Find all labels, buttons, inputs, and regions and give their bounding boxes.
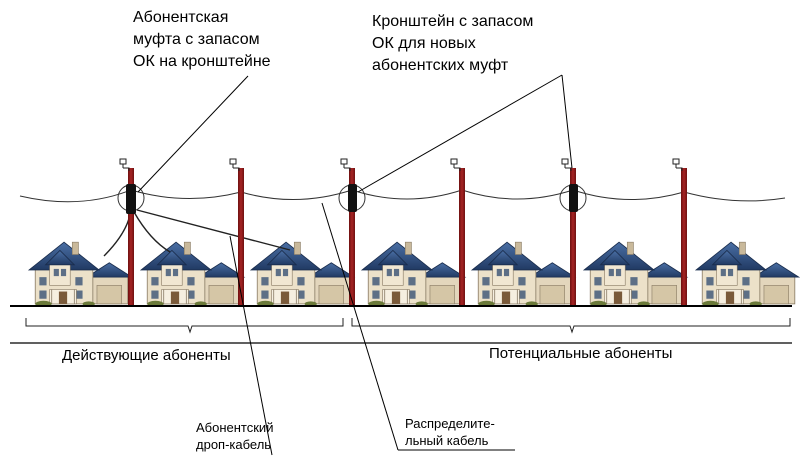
house xyxy=(361,241,466,308)
distribution-cable-label-line2: льный кабель xyxy=(405,433,489,448)
subscriber-coupling xyxy=(117,184,145,214)
couplings xyxy=(117,184,587,214)
house xyxy=(471,241,576,308)
house xyxy=(28,241,133,308)
insulator-icon xyxy=(229,158,240,172)
drop-cable-label-line1: Абонентский xyxy=(196,420,274,435)
active-subscribers-label: Действующие абоненты xyxy=(62,347,231,364)
bracket-label-line1: Кронштейн с запасом xyxy=(372,13,534,30)
insulator-icon xyxy=(672,158,683,172)
subscriber-coupling-label-line1: Абонентская xyxy=(133,9,229,26)
pole xyxy=(570,168,576,306)
bracket-label-line2: ОК для новых xyxy=(372,35,476,52)
insulators xyxy=(119,158,683,172)
pole xyxy=(459,168,465,306)
subscriber-coupling-label-line2: муфта с запасом xyxy=(133,31,260,48)
insulator-icon xyxy=(340,158,351,172)
house xyxy=(250,241,355,308)
insulator-icon xyxy=(561,158,572,172)
insulator-icon xyxy=(450,158,461,172)
drop-cable-label-line2: дроп-кабель xyxy=(196,437,272,452)
pole xyxy=(681,168,687,306)
poles xyxy=(128,168,687,306)
bracket-label-line3: абонентских муфт xyxy=(372,57,509,74)
subscriber-coupling-label-line3: ОК на кронштейне xyxy=(133,53,271,70)
bracket-coupling xyxy=(559,184,587,212)
distribution-cable-label-line1: Распределите- xyxy=(405,416,495,431)
pole xyxy=(349,168,355,306)
pole xyxy=(238,168,244,306)
insulator-icon xyxy=(119,158,130,172)
leader-lines xyxy=(137,74,573,456)
group-braces xyxy=(25,318,791,334)
pole xyxy=(128,168,134,306)
house xyxy=(140,241,245,308)
bracket-coupling xyxy=(338,184,366,212)
house xyxy=(695,241,800,308)
house xyxy=(583,241,688,308)
potential-subscribers-label: Потенциальные абоненты xyxy=(489,345,673,362)
